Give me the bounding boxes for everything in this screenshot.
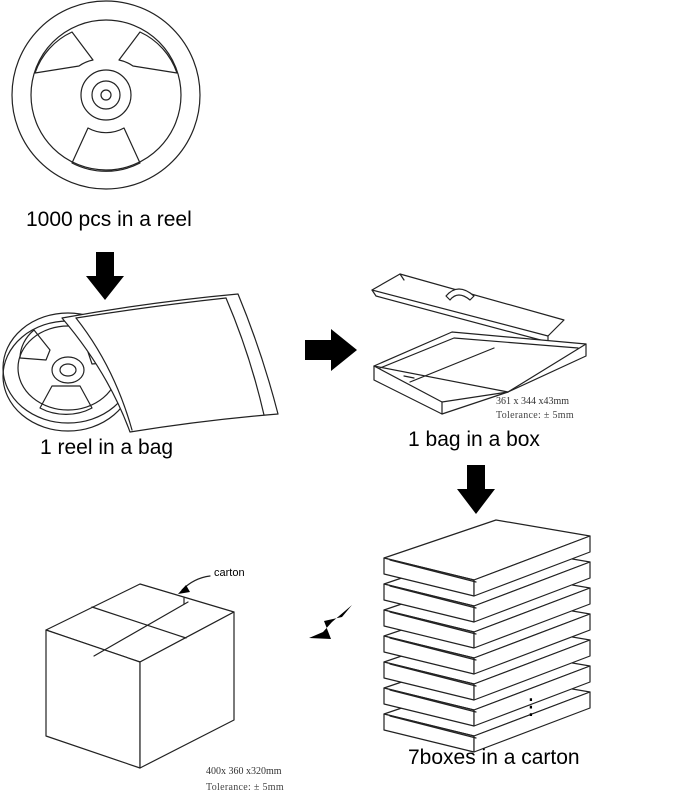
stack-continuation: ⋮ <box>520 695 542 720</box>
reel-icon <box>11 0 201 190</box>
carton-icon <box>45 575 235 769</box>
box-dimensions: 361 x 344 x43mm <box>496 396 570 407</box>
stack-caption: 7boxes in a carton <box>408 746 580 769</box>
bag-icon <box>2 293 279 433</box>
arrow-icon <box>305 329 357 371</box>
bag-caption: 1 reel in a bag <box>40 436 174 459</box>
arrow-icon <box>86 252 124 300</box>
box-caption: 1 bag in a box <box>408 428 540 451</box>
box-stack-icon <box>383 519 591 753</box>
arrow-icon <box>309 605 352 639</box>
arrow-icon <box>457 465 495 514</box>
carton-callout: carton <box>214 567 245 579</box>
stacked-box <box>383 519 591 597</box>
carton-dimensions: 400x 360 x320mm <box>206 766 282 777</box>
box-tolerance: Tolerance: ± 5mm <box>496 410 574 421</box>
reel-caption: 1000 pcs in a reel <box>26 208 192 231</box>
box-icon <box>371 273 587 415</box>
carton-tolerance: Tolerance: ± 5mm <box>206 782 284 793</box>
